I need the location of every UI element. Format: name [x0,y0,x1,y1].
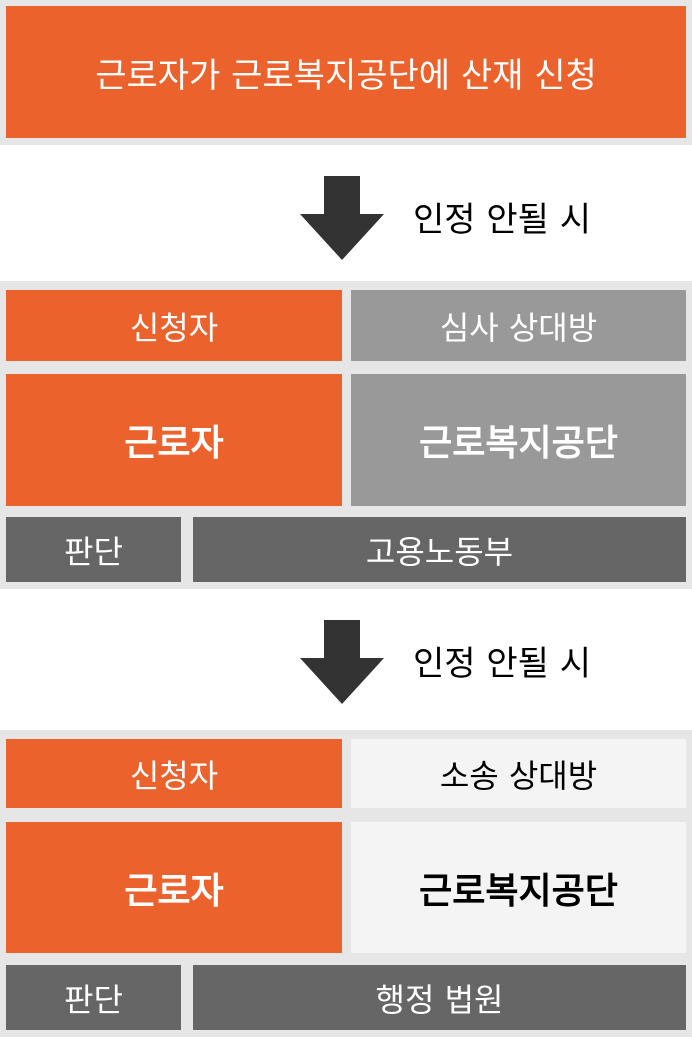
step3-applicant-label: 신청자 [6,739,342,808]
down-arrow-icon [300,176,384,260]
step2-applicant-label: 신청자 [6,290,342,361]
step2-opponent-label: 심사 상대방 [351,290,686,361]
step3-judge: 행정 법원 [193,965,686,1030]
step2-judge: 고용노동부 [193,517,686,582]
step2-judge-label: 판단 [6,517,181,582]
step2-opponent: 근로복지공단 [351,374,686,506]
step3-opponent-label: 소송 상대방 [351,739,686,808]
step3-opponent: 근로복지공단 [351,822,686,953]
step2-applicant: 근로자 [6,374,342,506]
down-arrow-icon [300,620,384,704]
arrow2-label: 인정 안될 시 [413,643,592,684]
step3-judge-label: 판단 [6,965,181,1030]
step1-title: 근로자가 근로복지공단에 산재 신청 [6,6,686,138]
arrow1-label: 인정 안될 시 [413,199,592,240]
step3-applicant: 근로자 [6,822,342,953]
